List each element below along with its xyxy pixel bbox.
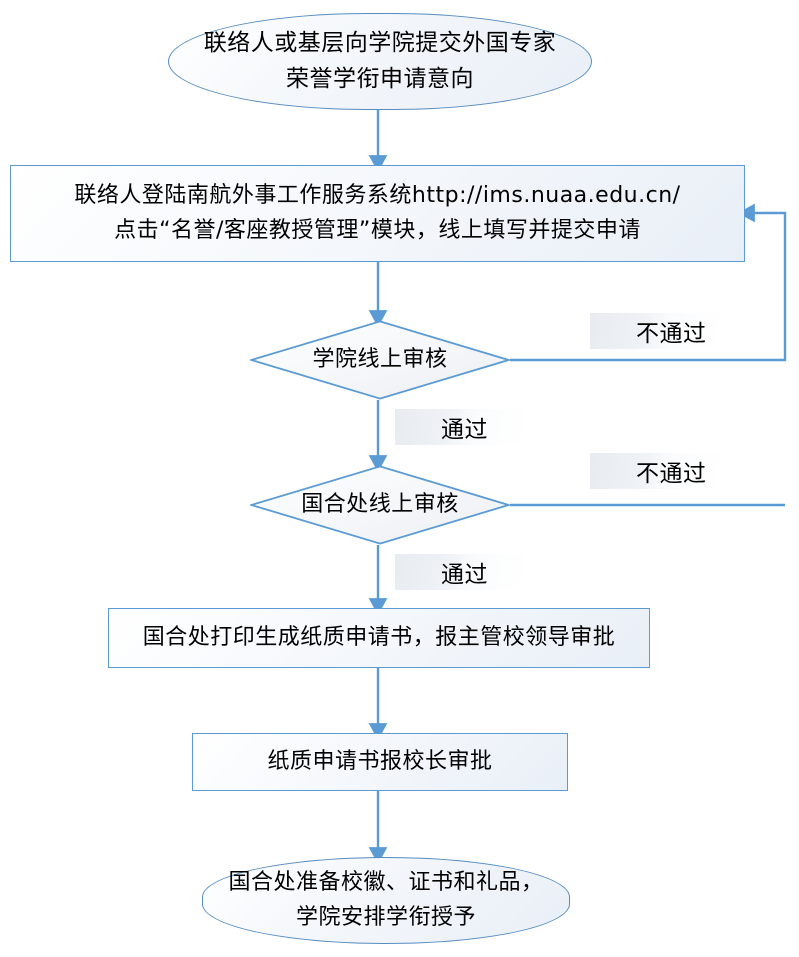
node-president-approve: 纸质申请书报校长审批 — [192, 733, 568, 791]
node-start-text: 联络人或基层向学院提交外国专家 荣誉学衔申请意向 — [203, 29, 557, 92]
node-end-text: 国合处准备校徽、证书和礼品， 学院安排学衔授予 — [228, 870, 544, 930]
diamond-shape-college — [250, 320, 510, 400]
node-start: 联络人或基层向学院提交外国专家 荣誉学衔申请意向 — [168, 13, 592, 110]
diamond-shape-office — [250, 465, 510, 545]
node-office-review-text: 国合处线上审核 — [301, 491, 459, 517]
node-print-apply: 国合处打印生成纸质申请书，报主管校领导审批 — [108, 608, 650, 668]
edge-label-office-pass: 通过 — [395, 554, 525, 590]
edge-label-college-reject: 不通过 — [590, 313, 720, 349]
edge-label-college-reject-text: 不通过 — [636, 321, 707, 347]
node-end: 国合处准备校徽、证书和礼品， 学院安排学衔授予 — [202, 857, 570, 944]
edge-label-office-pass-text: 通过 — [441, 562, 488, 588]
edge-label-office-reject-text: 不通过 — [636, 461, 707, 487]
edge-label-college-pass: 通过 — [395, 409, 525, 445]
node-president-approve-text: 纸质申请书报校长审批 — [267, 748, 493, 774]
node-submit-text: 联络人登陆南航外事工作服务系统http://ims.nuaa.edu.cn/ 点… — [74, 183, 681, 243]
node-print-apply-text: 国合处打印生成纸质申请书，报主管校领导审批 — [142, 624, 616, 650]
node-college-review-text: 学院线上审核 — [312, 346, 448, 372]
node-submit: 联络人登陆南航外事工作服务系统http://ims.nuaa.edu.cn/ 点… — [10, 165, 745, 262]
edge-label-college-pass-text: 通过 — [441, 417, 488, 443]
edge-label-office-reject: 不通过 — [590, 453, 720, 489]
node-office-review: 国合处线上审核 — [250, 465, 510, 545]
node-college-review: 学院线上审核 — [250, 320, 510, 400]
